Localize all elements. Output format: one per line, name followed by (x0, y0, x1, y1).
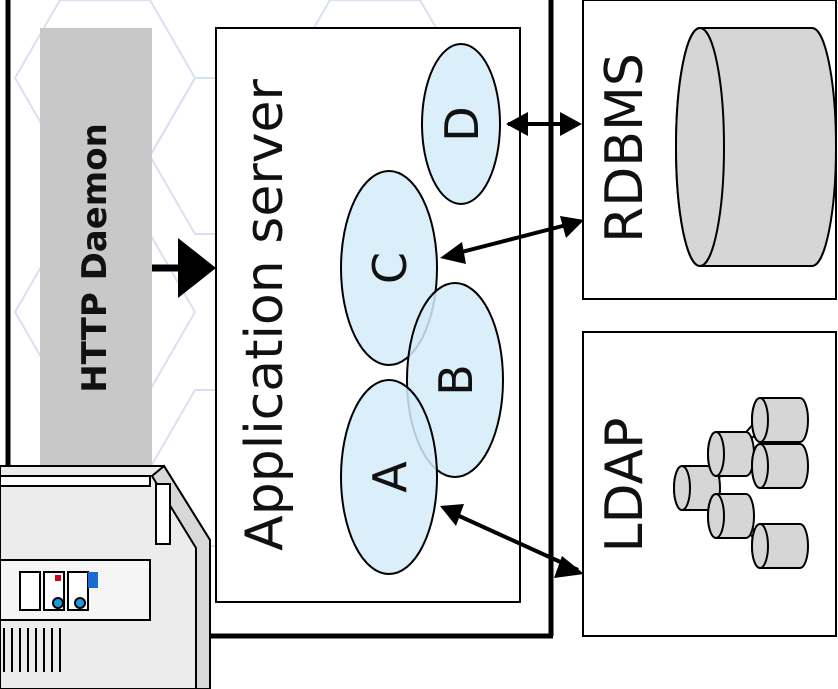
application-server-label: Application server (235, 79, 295, 551)
component-d-label: D (435, 106, 489, 141)
component-b-label: B (429, 364, 483, 396)
component-a-node (340, 379, 438, 575)
server-tower-icon (0, 464, 211, 689)
component-c-label: C (363, 252, 417, 284)
http-daemon-bar (40, 28, 152, 478)
component-a-label: A (363, 461, 417, 493)
arrowheads (440, 112, 584, 578)
a-ldap-arrow (445, 508, 579, 572)
daemon-to-app-arrow (152, 238, 216, 298)
c-rdbms-arrow (445, 220, 579, 258)
http-daemon-label: HTTP Daemon (75, 123, 115, 393)
component-c-node (340, 170, 438, 366)
component-d-node (421, 43, 501, 205)
rdbms-cylinder-icon (675, 27, 837, 267)
ldap-label: LDAP (595, 417, 655, 552)
rdbms-label: RDBMS (595, 53, 655, 243)
components (340, 43, 504, 575)
outer-frame (5, 0, 554, 639)
ldap-tree-icon (673, 397, 809, 569)
